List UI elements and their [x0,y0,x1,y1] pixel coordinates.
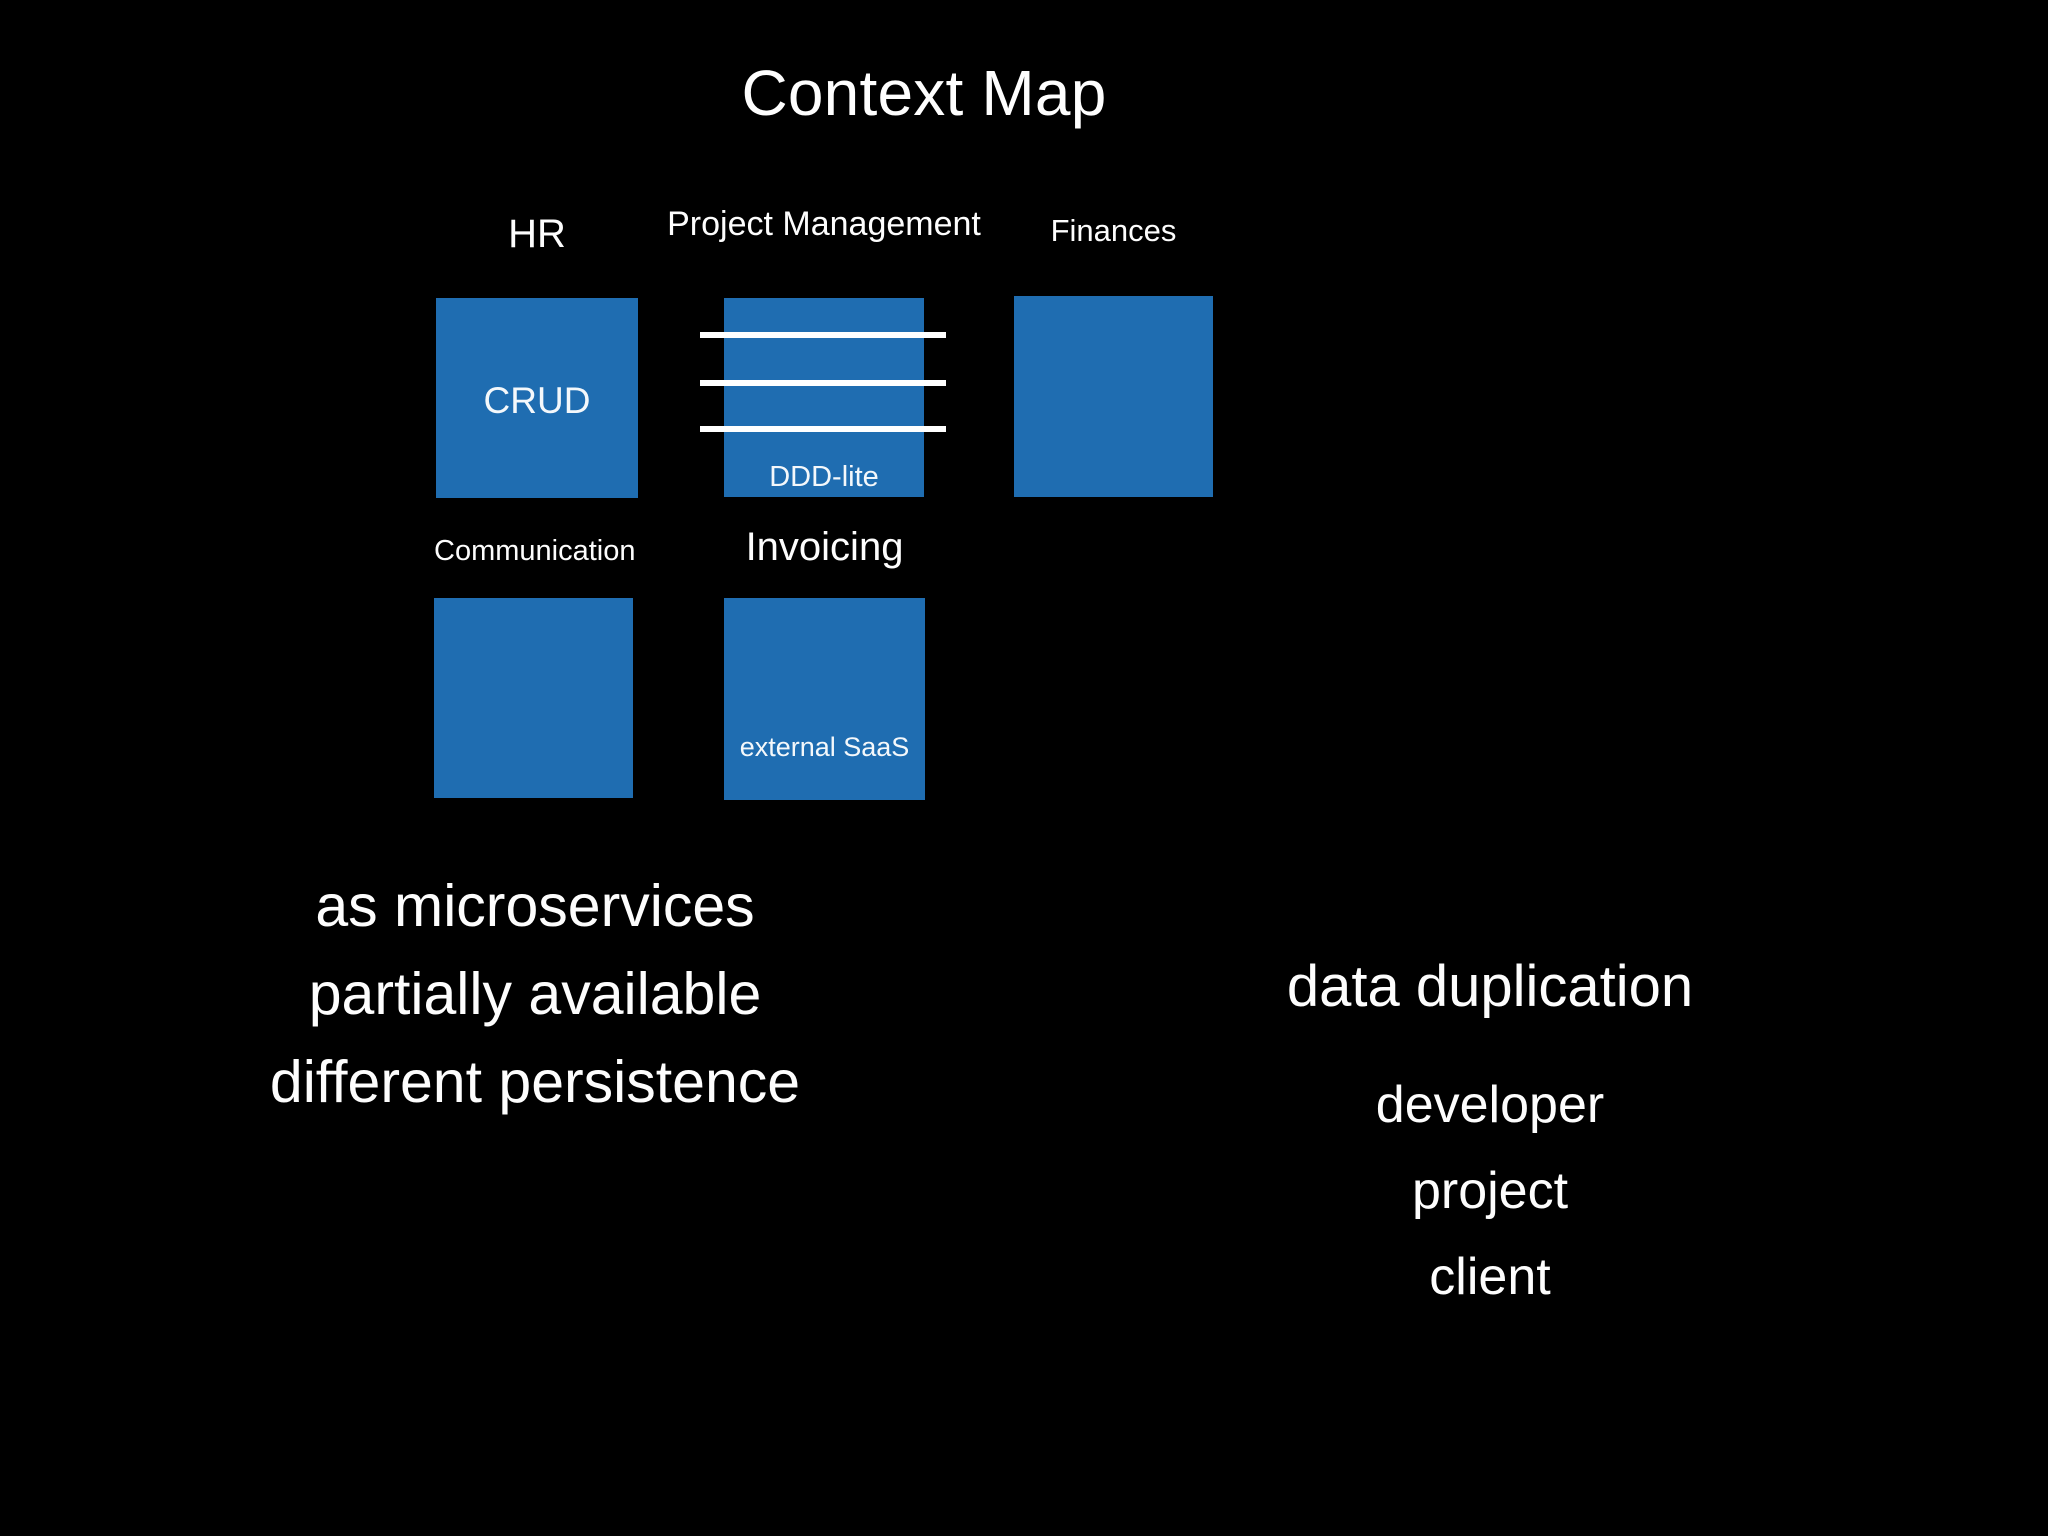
context-caption-project-management: Project Management [667,205,981,243]
context-box-project-management[interactable] [724,298,924,497]
context-caption-hr: HR [508,212,566,256]
context-box-finances[interactable] [1014,296,1213,497]
page-title-text: Context Map [741,57,1107,129]
notes-right-line-2: project [1411,1162,1569,1220]
context-inner-label-project-management: DDD-lite [769,461,879,493]
notes-right-heading-text: data duplication [1286,954,1694,1019]
notes-left-line-3: different persistence [269,1049,801,1115]
notes-right-line-3: client [1429,1248,1551,1306]
layer-divider-line-1 [700,332,946,338]
context-inner-label-hr: CRUD [483,380,591,421]
context-caption-finances: Finances [1050,213,1177,248]
context-caption-communication: Communication [434,535,636,567]
notes-right-line-1: developer [1375,1076,1605,1134]
context-box-hr[interactable] [436,298,638,498]
context-caption-invoicing: Invoicing [745,525,904,569]
context-inner-label-invoicing: external SaaS [739,732,910,762]
notes-left-line-2: partially available [308,961,762,1027]
notes-left: as microservices partially available dif… [150,862,920,1126]
page-title: Context Map [0,58,2048,128]
notes-right-heading: data duplication [1120,952,1860,1022]
context-box-invoicing[interactable] [724,598,925,800]
layer-divider-line-2 [700,380,946,386]
notes-left-line-1: as microservices [315,873,755,939]
layer-divider-line-3 [700,426,946,432]
notes-right-list: developer project client [1120,1062,1860,1320]
context-box-communication[interactable] [434,598,633,798]
